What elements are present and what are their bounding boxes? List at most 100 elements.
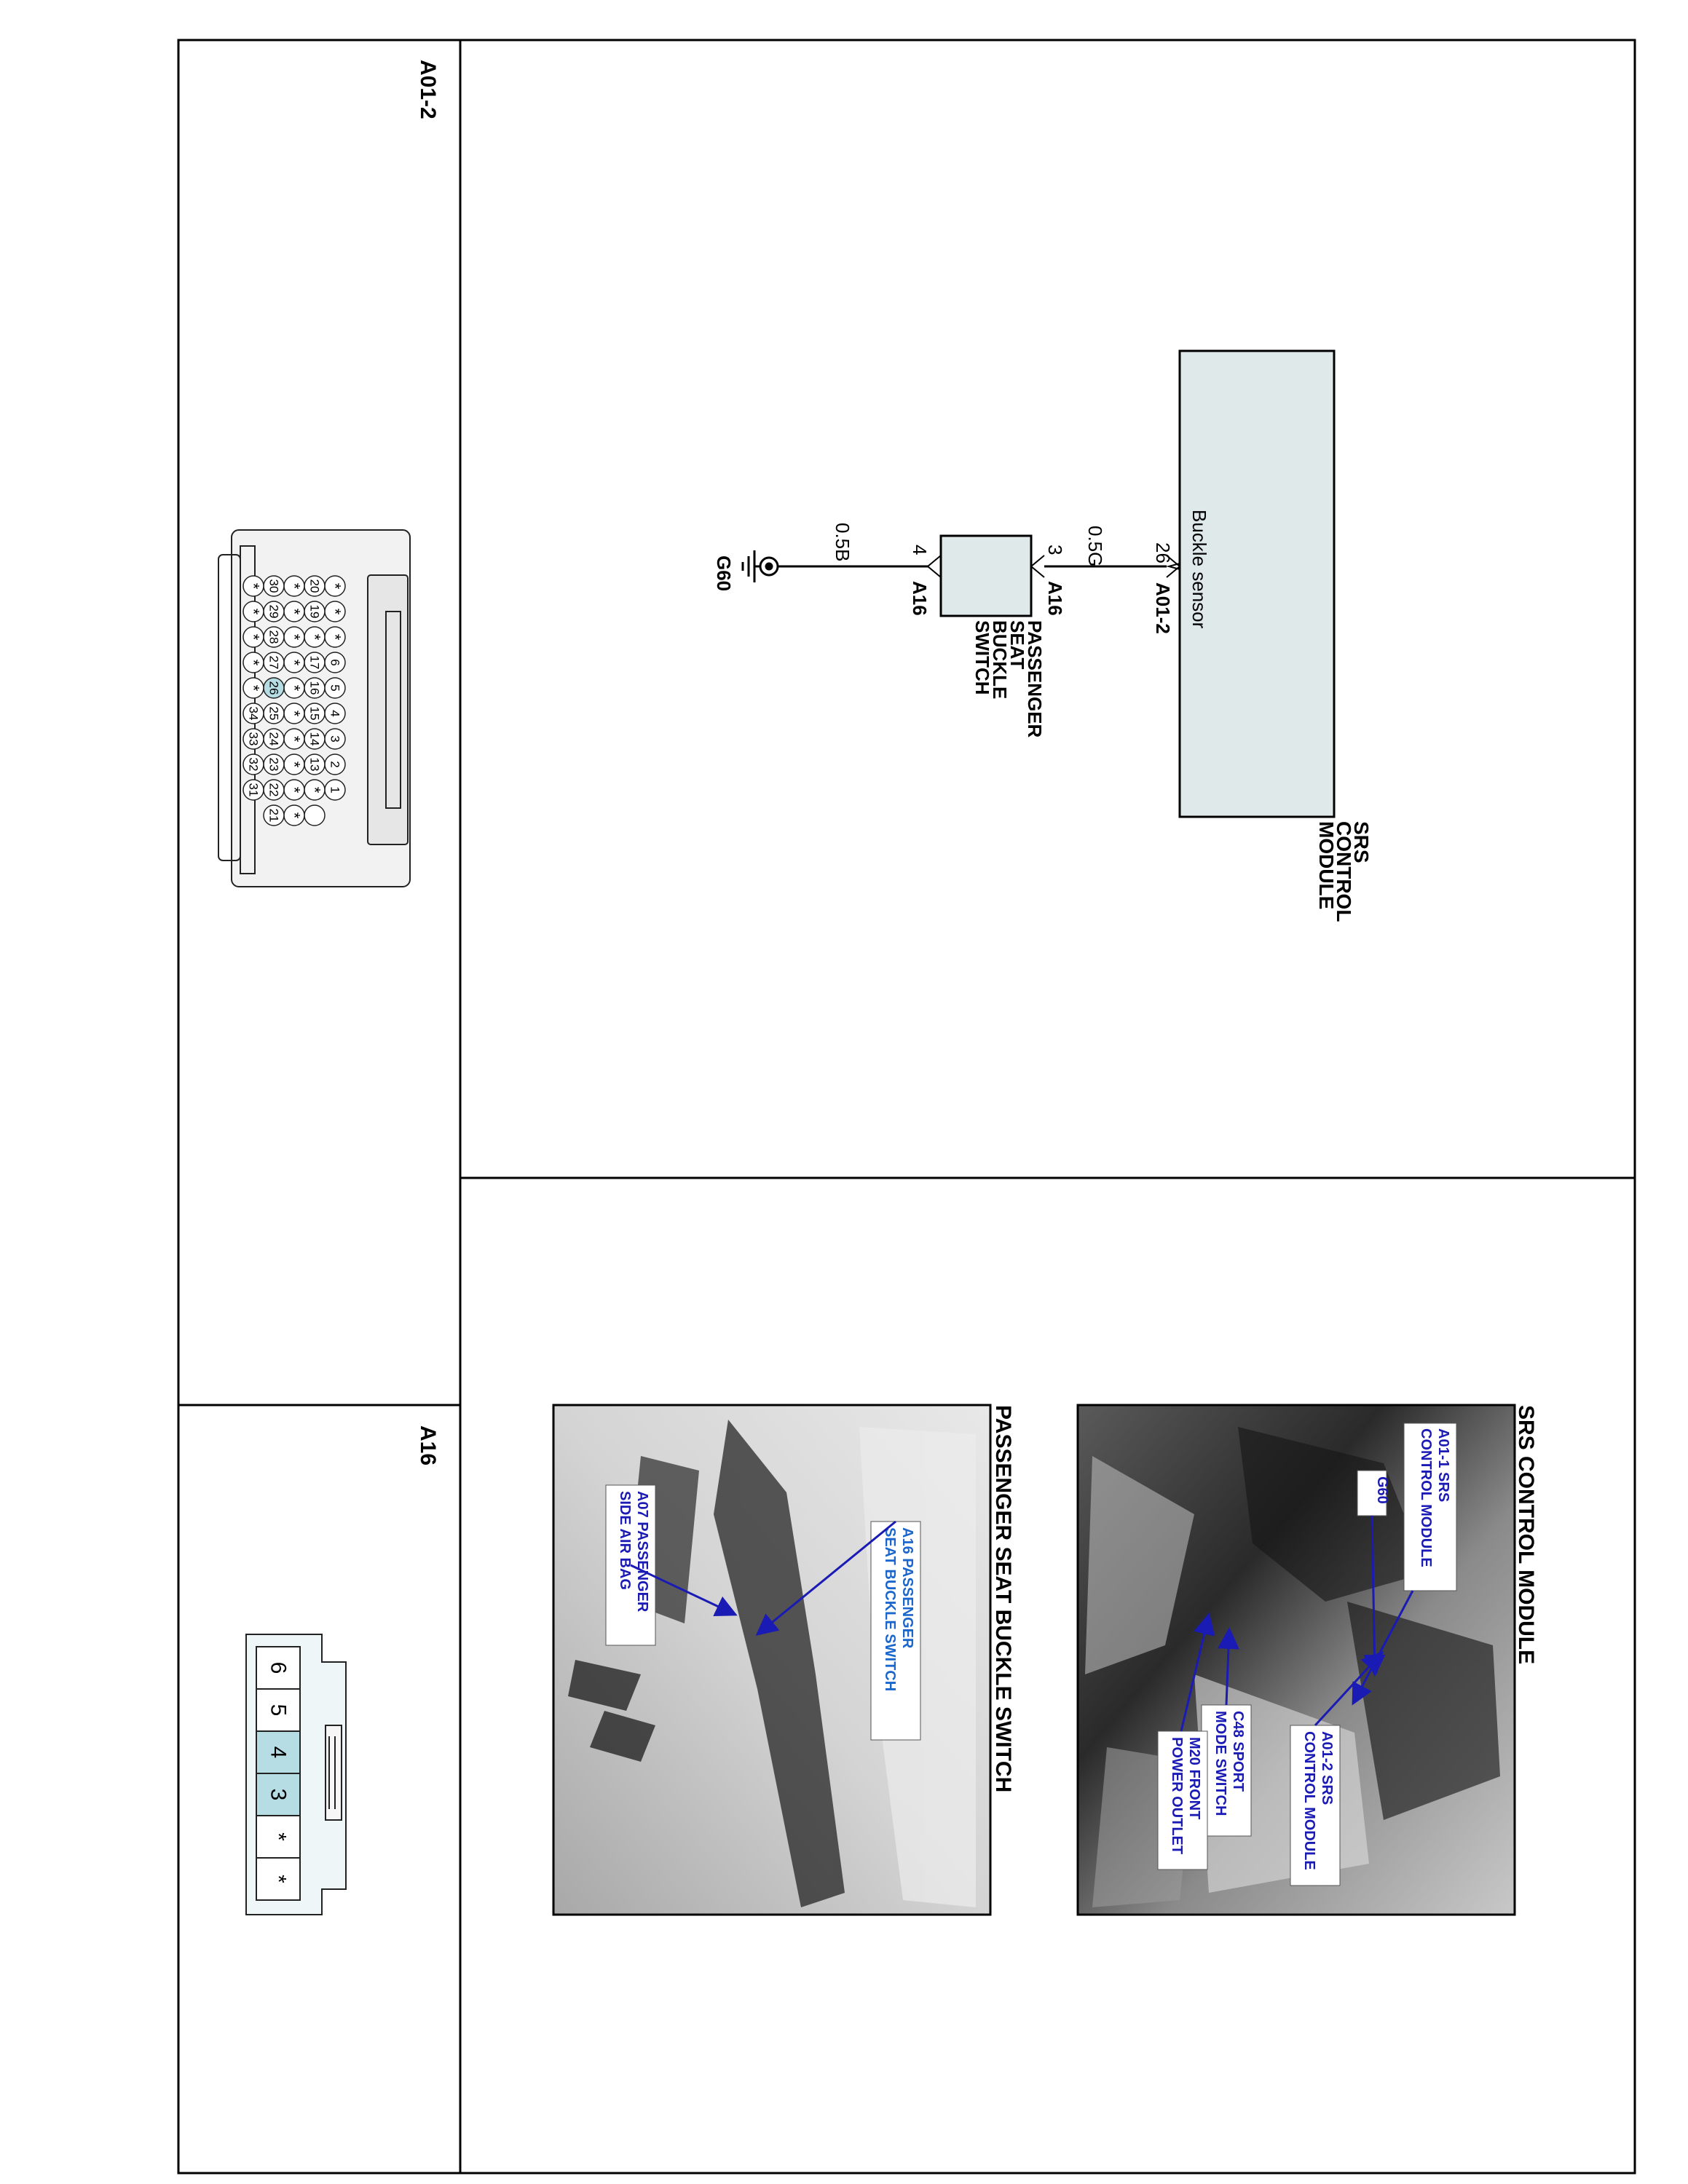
a01-2-pin-label: *	[285, 660, 304, 666]
svg-text:A01-2 SRS: A01-2 SRS	[1319, 1731, 1335, 1805]
switch-pin-4: 4	[909, 545, 931, 555]
a01-2-pin-label: 16	[308, 681, 322, 695]
a16-pin-cell	[256, 1815, 301, 1859]
a01-2-pin-label: *	[285, 685, 304, 692]
wire-0-5b-label: 0.5B	[832, 523, 853, 562]
a01-2-pin-label: 2	[328, 761, 342, 767]
a01-2-pin-label: 34	[247, 707, 261, 721]
svg-text:CONTROL MODULE: CONTROL MODULE	[1418, 1428, 1434, 1567]
passenger-seat-buckle-switch-box	[939, 534, 1033, 617]
switch-connector-bottom-label: A16	[909, 581, 931, 616]
srs-photo-callouts: A01-1 SRS CONTROL MODULE G60 A01-2 SRS C…	[1157, 1423, 1457, 1886]
a01-2-pin-label: 4	[328, 710, 342, 716]
svg-text:A07 PASSENGER: A07 PASSENGER	[634, 1491, 650, 1613]
svg-text:M20 FRONT: M20 FRONT	[1186, 1737, 1202, 1819]
a01-2-pin-label: 30	[267, 579, 281, 593]
svg-text:SIDE AIR BAG: SIDE AIR BAG	[617, 1491, 633, 1590]
srs-control-module-box	[1178, 349, 1336, 818]
a01-2-pin-label: 15	[308, 707, 322, 721]
connector-a01-2-label: A01-2	[416, 60, 440, 119]
a01-2-pin-label: *	[285, 609, 304, 615]
a01-2-pin-label: *	[245, 609, 263, 615]
a01-2-pin-label: *	[285, 583, 304, 590]
buckle-photo-callouts: A16 PASSENGER SEAT BUCKLE SWITCH A07 PAS…	[605, 1484, 921, 1741]
a01-2-pin-hole	[242, 601, 264, 622]
a01-2-pin-label: 1	[328, 786, 342, 793]
a01-2-pin-hole	[242, 728, 264, 750]
callout-a16: A16 PASSENGER SEAT BUCKLE SWITCH	[755, 1520, 921, 1741]
switch-title-line-2: SEAT	[1006, 620, 1028, 670]
a01-2-pin-label: *	[326, 609, 344, 615]
svg-text:CONTROL MODULE: CONTROL MODULE	[1301, 1731, 1317, 1870]
a01-2-pin-hole	[263, 804, 285, 826]
switch-pin-3: 3	[1044, 545, 1066, 555]
srs-control-module-title-line-1: SRS	[1350, 821, 1373, 863]
ground-symbol-icon	[741, 550, 779, 582]
a01-2-pin-label: 6	[328, 659, 342, 665]
switch-connector-top-label: A16	[1044, 581, 1066, 616]
svg-text:A16 PASSENGER: A16 PASSENGER	[899, 1527, 915, 1649]
a01-2-pin-label: *	[306, 634, 324, 641]
a16-pin-label: *	[267, 1875, 291, 1883]
a01-2-pin-label: 28	[267, 630, 281, 644]
buckle-photo-title: PASSENGER SEAT BUCKLE SWITCH	[991, 1405, 1015, 1792]
a01-2-pin-label: *	[285, 787, 304, 794]
a01-2-pin-label: *	[285, 711, 304, 717]
a01-2-pin-label: 25	[267, 707, 281, 721]
a16-pin-label: 5	[267, 1704, 291, 1717]
a01-2-pin-label: 19	[308, 605, 322, 619]
srs-control-module-title-line-3: MODULE	[1315, 821, 1338, 909]
a01-2-pin-label: 20	[308, 579, 322, 593]
a01-2-pin-label: *	[326, 583, 344, 590]
callout-a07: A07 PASSENGER SIDE AIR BAG	[605, 1484, 738, 1646]
a01-2-pin-label: 29	[267, 605, 281, 619]
a16-pin-label: 6	[267, 1662, 291, 1674]
connector-a16-label: A16	[416, 1425, 440, 1465]
a01-2-pin-label: 27	[267, 656, 281, 670]
module-connector-label: A01-2	[1152, 582, 1174, 634]
srs-photo-title: SRS CONTROL MODULE	[1514, 1405, 1538, 1664]
a01-2-pin-label: *	[245, 660, 263, 666]
callout-c48: C48 SPORT MODE SWITCH	[1201, 1627, 1252, 1837]
a01-2-pin-label: 17	[308, 656, 322, 670]
wire-0-5g-label: 0.5G	[1084, 526, 1106, 566]
a16-pin-label: *	[267, 1832, 291, 1841]
a01-2-pin-label: 23	[267, 758, 281, 772]
a16-pin-cell	[256, 1773, 301, 1816]
a01-2-pin-label: *	[326, 634, 344, 641]
a16-pin-cell	[256, 1857, 301, 1901]
a01-2-pin-label: *	[245, 685, 263, 692]
a01-2-pin-label: *	[285, 761, 304, 768]
a16-pin-cell	[256, 1646, 301, 1690]
a01-2-pin-hole	[242, 677, 264, 699]
a01-2-pin-label: *	[245, 583, 263, 590]
callout-m20: M20 FRONT POWER OUTLET	[1157, 1613, 1215, 1870]
a16-pin-label: 3	[267, 1789, 291, 1801]
a01-2-pin-label: 26	[267, 681, 281, 695]
svg-text:POWER OUTLET: POWER OUTLET	[1169, 1737, 1185, 1854]
ground-label: G60	[713, 555, 735, 591]
a01-2-pin-label: *	[285, 812, 304, 819]
callout-g60: G60	[1357, 1470, 1390, 1677]
a01-2-pin-label: *	[285, 634, 304, 641]
a01-2-pin-label: 13	[308, 758, 322, 772]
module-pin-marker	[1166, 563, 1180, 570]
a01-2-pin-hole	[242, 779, 264, 801]
a01-2-pin-label: 21	[267, 809, 281, 823]
a01-2-pin-label: 32	[247, 758, 261, 772]
a01-2-pin-hole	[242, 753, 264, 775]
buckle-switch-photo-panel: PASSENGER SEAT BUCKLE SWITCH	[552, 1404, 1015, 1916]
page-frame	[177, 39, 1636, 2175]
a01-2-pin-hole	[242, 703, 264, 724]
a01-2-pin-label: 24	[267, 732, 281, 746]
svg-text:C48 SPORT: C48 SPORT	[1230, 1711, 1246, 1792]
srs-control-module-title-line-2: CONTROL	[1333, 821, 1355, 922]
a01-2-pin-hole	[242, 626, 264, 648]
a01-2-pin-label: *	[245, 634, 263, 641]
a01-2-pin-label: 22	[267, 783, 281, 797]
a16-pin-cell	[256, 1730, 301, 1774]
a01-2-pin-label: 31	[247, 783, 261, 797]
a16-pin-cell	[256, 1688, 301, 1732]
